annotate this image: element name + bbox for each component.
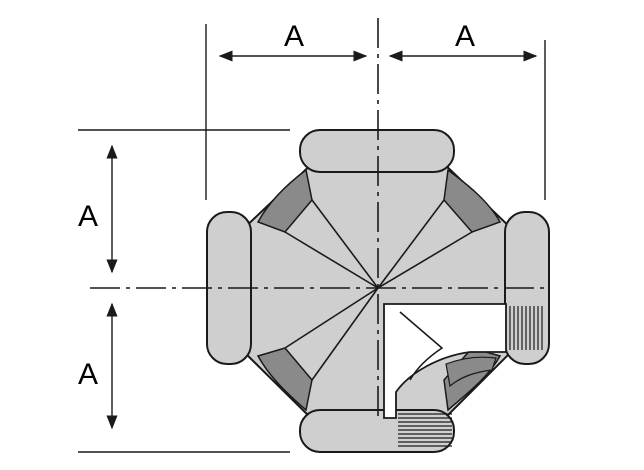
thread-bottom — [398, 413, 452, 447]
thread-right — [509, 306, 543, 350]
dimension-lines — [78, 24, 546, 453]
dimension-label-top-right: A — [455, 20, 475, 53]
dimension-label-left-lower: A — [78, 358, 98, 391]
diagonal-lines — [284, 199, 473, 381]
cutaway-section — [383, 303, 507, 419]
shoulder-shadow-bottom-left — [256, 347, 313, 412]
cutaway-inner-curve — [399, 311, 444, 381]
cutaway-shadow — [445, 356, 497, 388]
dimension-label-left-upper: A — [78, 200, 98, 233]
shoulder-shadow-top-right — [443, 168, 502, 233]
dimension-label-top-left: A — [284, 20, 304, 53]
shoulder-shadow-top-left — [256, 168, 313, 233]
fitting-body — [90, 18, 550, 453]
port-top — [299, 129, 455, 173]
